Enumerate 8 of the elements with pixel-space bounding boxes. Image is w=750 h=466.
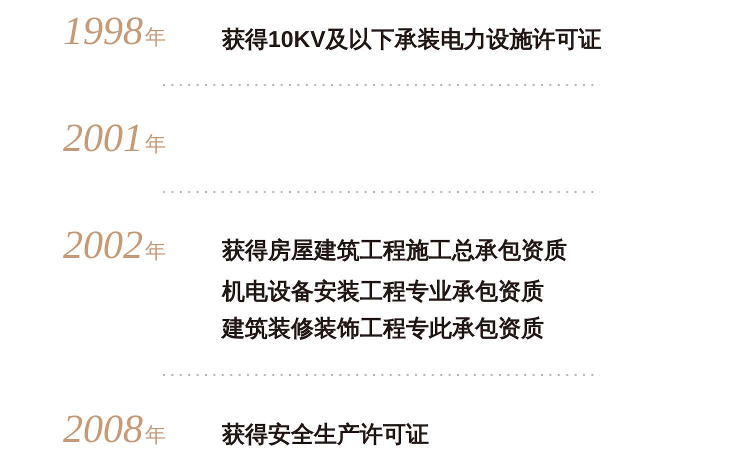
milestone-text: 获得安全生产许可证 xyxy=(222,420,429,448)
year-label: 2002年 xyxy=(63,223,166,269)
year-label: 1998年 xyxy=(63,9,166,55)
milestone-text: 获得10KV及以下承装电力设施许可证 xyxy=(222,25,602,53)
milestone-text: 建筑装修装饰工程专此承包资质 xyxy=(222,314,544,342)
milestone-text: 机电设备安装工程专业承包资质 xyxy=(222,277,544,305)
year-label: 2008年 xyxy=(63,407,166,453)
milestone-text: 获得房屋建筑工程施工总承包资质 xyxy=(222,236,567,264)
